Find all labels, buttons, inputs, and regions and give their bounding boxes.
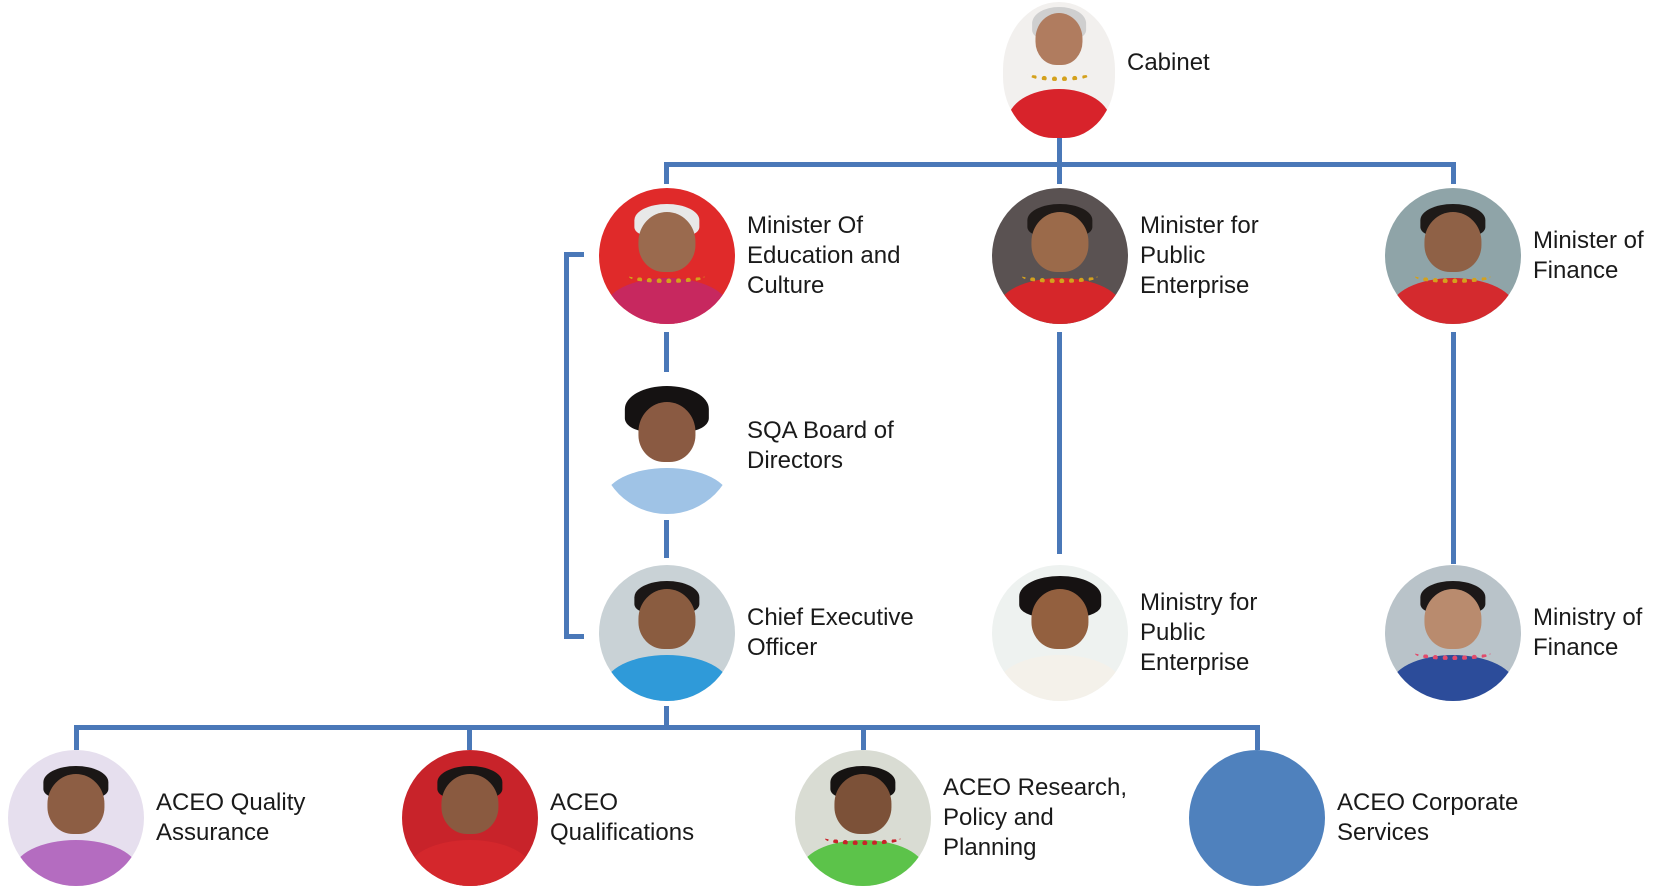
minister-finance-portrait-icon (1385, 188, 1521, 324)
aceo-qualifications-portrait-icon (402, 750, 538, 886)
connector-to-aceo-corporate (1255, 725, 1260, 750)
connector-education-to-sqa (664, 332, 669, 372)
node-label-ministry-public-enterprise: Ministry for Public Enterprise (1140, 589, 1258, 676)
node-aceo-corporate: ACEO Corporate Services (1189, 750, 1518, 886)
node-minister-finance: Minister of Finance (1385, 188, 1644, 324)
node-ministry-public-enterprise: Ministry for Public Enterprise (992, 565, 1257, 701)
minister-education-portrait-icon (599, 188, 735, 324)
connector-to-minister-finance (1451, 162, 1456, 184)
node-label-minister-finance: Minister of Finance (1533, 227, 1644, 284)
ceo-portrait-icon (599, 565, 735, 701)
node-label-aceo-qualifications: ACEO Qualifications (550, 789, 695, 846)
connector-sqa-to-ceo (664, 520, 669, 558)
bracket-vertical (564, 252, 569, 639)
connector-minister-to-ministry-finance (1451, 332, 1456, 564)
connector-to-aceo-quality (74, 725, 79, 750)
aceo-corporate-placeholder-icon (1189, 750, 1325, 886)
node-aceo-qualifications: ACEO Qualifications (402, 750, 694, 886)
node-label-ceo: Chief Executive Officer (747, 604, 914, 661)
connector-to-minister-education (664, 162, 669, 184)
connector-cabinet-down (1057, 136, 1062, 167)
node-sqa-board: SQA Board of Directors (599, 378, 894, 514)
sqa-board-portrait-icon (599, 378, 735, 514)
node-label-minister-education: Minister Of Education and Culture (747, 212, 901, 299)
connector-to-aceo-research (861, 725, 866, 750)
connector-minister-to-ministry-public-enterprise (1057, 332, 1062, 554)
aceo-research-portrait-icon (795, 750, 931, 886)
ministry-finance-portrait-icon (1385, 565, 1521, 701)
node-minister-education: Minister Of Education and Culture (599, 188, 900, 324)
node-label-aceo-research: ACEO Research, Policy and Planning (943, 774, 1128, 861)
node-label-aceo-quality: ACEO Quality Assurance (156, 789, 306, 846)
node-cabinet: Cabinet (1003, 2, 1210, 138)
connector-ceo-down (664, 706, 669, 730)
ministry-public-enterprise-portrait-icon (992, 565, 1128, 701)
connector-aceo-bar (74, 725, 1260, 730)
minister-public-enterprise-portrait-icon (992, 188, 1128, 324)
node-label-ministry-finance: Ministry of Finance (1533, 604, 1643, 661)
node-minister-public-enterprise: Minister for Public Enterprise (992, 188, 1259, 324)
bracket-bottom (564, 634, 584, 639)
bracket-top (564, 252, 584, 257)
cabinet-portrait-icon (1003, 2, 1115, 138)
node-aceo-research: ACEO Research, Policy and Planning (795, 750, 1127, 886)
node-aceo-quality: ACEO Quality Assurance (8, 750, 305, 886)
node-label-cabinet: Cabinet (1127, 49, 1210, 76)
connector-to-minister-public-enterprise (1057, 162, 1062, 184)
connector-to-aceo-qualifications (467, 725, 472, 750)
node-ministry-finance: Ministry of Finance (1385, 565, 1642, 701)
node-label-minister-public-enterprise: Minister for Public Enterprise (1140, 212, 1259, 299)
node-label-aceo-corporate: ACEO Corporate Services (1337, 789, 1519, 846)
node-label-sqa-board: SQA Board of Directors (747, 417, 894, 474)
aceo-quality-portrait-icon (8, 750, 144, 886)
node-ceo: Chief Executive Officer (599, 565, 914, 701)
